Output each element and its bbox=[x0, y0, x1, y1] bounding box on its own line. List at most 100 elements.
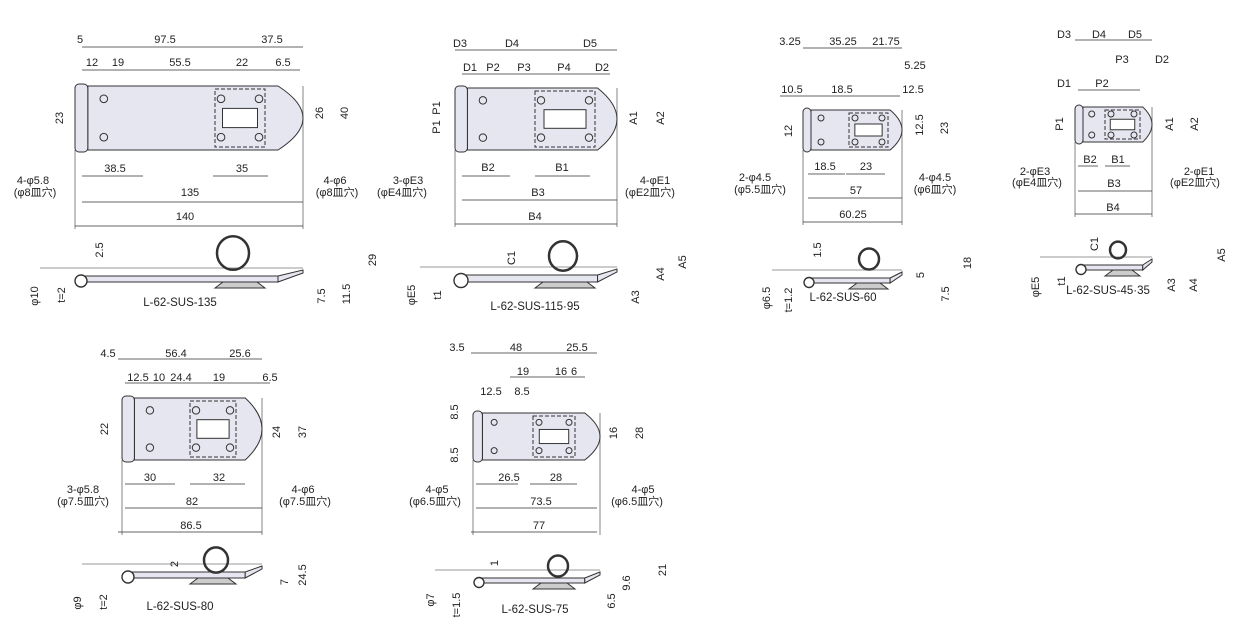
dimension-label: D3 bbox=[452, 38, 468, 50]
side-tab bbox=[277, 269, 304, 283]
dimension-label: 38.5 bbox=[104, 163, 126, 175]
dimension-label: t=2 bbox=[56, 287, 68, 303]
dimension-label: A1 bbox=[628, 111, 640, 125]
dimension-label: A2 bbox=[1189, 117, 1201, 131]
dimension-label: 7.5 bbox=[316, 288, 328, 304]
countersunk-hole bbox=[145, 443, 155, 452]
dimension-label: (φ8皿穴) bbox=[315, 187, 359, 199]
dimension-label: 8.5 bbox=[449, 404, 461, 420]
dimension-label: P2 bbox=[486, 62, 500, 74]
side-plate bbox=[808, 277, 891, 284]
hinge-pin bbox=[473, 576, 485, 589]
dimension-label: 9.6 bbox=[621, 575, 633, 591]
countersunk-hole bbox=[584, 133, 594, 142]
dimension-label: 4-φ5.8 bbox=[16, 175, 50, 187]
dimension-label: 16 bbox=[608, 426, 620, 440]
dimension-label: 12.5 bbox=[914, 114, 926, 136]
dimension-label: 23 bbox=[859, 161, 873, 173]
staple-ring bbox=[547, 240, 579, 272]
dimension-label: 18.5 bbox=[831, 84, 853, 96]
dimension-label: B3 bbox=[531, 187, 545, 199]
dimension-label: 10 bbox=[152, 372, 166, 384]
dimension-label: 4-φ6 bbox=[323, 175, 347, 187]
staple-slot bbox=[222, 107, 258, 129]
dimension-label: B3 bbox=[1107, 178, 1121, 190]
countersunk-hole bbox=[191, 406, 201, 415]
countersunk-hole bbox=[1088, 110, 1096, 118]
dimension-label: 5 bbox=[76, 34, 84, 46]
staple-ring bbox=[546, 554, 570, 578]
countersunk-hole bbox=[99, 94, 109, 104]
countersunk-hole bbox=[225, 406, 235, 415]
dimension-label: 1.5 bbox=[812, 242, 824, 258]
dimension-label: φ6.5 bbox=[761, 286, 773, 310]
countersunk-hole bbox=[851, 138, 859, 146]
dimension-label: B4 bbox=[528, 211, 542, 223]
dimension-label: (φ7.5皿穴) bbox=[57, 496, 109, 508]
dimension-label: 2-φE3 bbox=[1019, 166, 1051, 178]
dimension-label: A1 bbox=[1164, 117, 1176, 131]
countersunk-hole bbox=[191, 443, 201, 452]
staple-base-outline bbox=[534, 90, 596, 148]
model-number-label: L-62-SUS-75 bbox=[501, 604, 569, 616]
dimension-label: 82 bbox=[185, 496, 199, 508]
dimension-label: 28 bbox=[549, 472, 563, 484]
dimension-label: (φE4皿穴) bbox=[377, 187, 427, 199]
dimension-label: 12.5 bbox=[902, 84, 924, 96]
dimension-label: 37 bbox=[297, 425, 309, 439]
dimension-label: 10.5 bbox=[781, 84, 803, 96]
countersunk-hole bbox=[817, 114, 825, 122]
countersunk-hole bbox=[490, 447, 498, 455]
staple-base-side bbox=[1103, 269, 1142, 277]
dimension-label: φ7 bbox=[425, 593, 437, 607]
side-tab bbox=[597, 268, 618, 283]
staple-base-side bbox=[213, 281, 267, 289]
dimension-label: D1 bbox=[462, 62, 478, 74]
dimension-label: A2 bbox=[655, 111, 667, 125]
dimension-label: 22 bbox=[235, 57, 249, 69]
side-plate bbox=[127, 571, 246, 579]
dimension-label: 7.5 bbox=[940, 286, 952, 302]
dimension-label: A4 bbox=[1188, 278, 1200, 292]
dimension-label: 12 bbox=[783, 124, 795, 138]
dimension-label: P4 bbox=[557, 62, 571, 74]
countersunk-hole bbox=[254, 132, 264, 142]
dimension-label: B1 bbox=[555, 162, 569, 174]
hinge-knuckle bbox=[74, 83, 89, 153]
staple-base-outline bbox=[848, 112, 889, 148]
dimension-label: t1 bbox=[432, 290, 444, 300]
countersunk-hole bbox=[490, 418, 498, 426]
dimension-label: 11.5 bbox=[341, 283, 353, 305]
staple-base-outline bbox=[1104, 109, 1141, 140]
hinge-pin bbox=[121, 570, 135, 584]
dimension-label: t=1.2 bbox=[783, 287, 795, 313]
dimension-label: P1 bbox=[431, 101, 443, 115]
countersunk-hole bbox=[1130, 110, 1138, 118]
dimension-label: φE5 bbox=[406, 284, 418, 306]
dimension-label: 57 bbox=[849, 185, 863, 197]
dimension-label: 23 bbox=[54, 111, 66, 125]
dimension-label: D4 bbox=[1091, 29, 1107, 41]
dimension-label: B4 bbox=[1106, 202, 1120, 214]
staple-slot bbox=[543, 109, 587, 129]
hinge-pin bbox=[1075, 263, 1087, 276]
staple-base-outline bbox=[214, 88, 266, 148]
dimension-label: 4-φ5 bbox=[425, 484, 449, 496]
dimension-label: 48 bbox=[509, 342, 523, 354]
dimension-label: 2-φE1 bbox=[1183, 166, 1215, 178]
countersunk-hole bbox=[565, 418, 573, 426]
side-plate bbox=[80, 275, 279, 283]
side-tab bbox=[584, 571, 601, 584]
dimension-label: φ10 bbox=[29, 286, 41, 306]
staple-base-outline bbox=[532, 415, 576, 458]
dimension-label: (φE2皿穴) bbox=[1170, 177, 1220, 189]
dimension-label: 40 bbox=[339, 106, 351, 120]
dimension-label: 56.4 bbox=[165, 348, 187, 360]
hasp-plate bbox=[87, 85, 304, 151]
countersunk-hole bbox=[536, 133, 546, 142]
dimension-label: D4 bbox=[504, 38, 520, 50]
dimension-label: 30 bbox=[143, 472, 157, 484]
countersunk-hole bbox=[1130, 131, 1138, 139]
countersunk-hole bbox=[145, 406, 155, 415]
dimension-label: 12 bbox=[85, 57, 99, 69]
